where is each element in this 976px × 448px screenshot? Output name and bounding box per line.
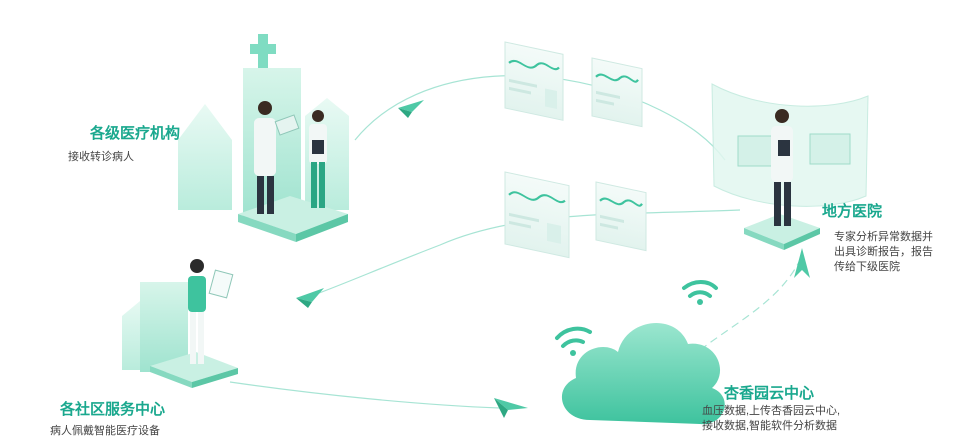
hospital-building-group [178, 34, 349, 242]
cloud-title: 杏香园云中心 [724, 385, 815, 402]
paper-plane-icon-4 [794, 248, 810, 278]
paper-plane-icon-3 [494, 398, 528, 418]
cloud-icon [561, 322, 725, 425]
cloud-desc: 血压数据,上传杏香园云中心, 接收数据,智能软件分析数据 [702, 404, 840, 434]
community-title: 各社区服务中心 [60, 401, 166, 418]
local-hospital-desc-line-1: 专家分析异常数据并 [834, 231, 933, 243]
building-left [178, 104, 232, 210]
platform-bottom-left [150, 352, 238, 382]
local-hospital-desc-line-2: 出具诊断报告，报告 [834, 246, 933, 258]
flow-line-middle [299, 209, 741, 301]
cloud-desc-line-1: 血压数据,上传杏香园云中心, [702, 405, 841, 417]
local-hospital-desc: 专家分析异常数据并 出具诊断报告，报告 传给下级医院 [834, 230, 933, 275]
community-desc: 病人佩戴智能医疗设备 [50, 425, 160, 437]
platform-right [744, 214, 820, 244]
medical-cross-icon [250, 34, 276, 68]
data-panel-2 [591, 57, 643, 128]
nurse-figure [309, 110, 327, 208]
cloud-desc-line-2: 接收数据,智能软件分析数据 [702, 420, 838, 432]
institution-title: 各级医疗机构 [90, 125, 181, 142]
specialist-doctor-figure [771, 109, 793, 226]
wifi-icon-left [555, 326, 592, 356]
community-building-group [122, 259, 238, 388]
data-panel-3 [504, 171, 570, 259]
local-hospital-group [711, 83, 869, 250]
flow-line-bottom [229, 381, 501, 409]
local-hospital-desc-line-3: 传给下级医院 [834, 261, 900, 273]
paper-plane-icon-1 [398, 100, 424, 118]
flow-line-right-dashed [699, 259, 801, 351]
doctor-figure [254, 101, 300, 214]
data-panel-4 [595, 181, 647, 252]
data-panel-1 [504, 41, 564, 121]
patient-figure [188, 259, 234, 364]
local-hospital-title: 地方医院 [822, 203, 883, 220]
wifi-icon-right [682, 280, 718, 305]
institution-desc: 接收转诊病人 [68, 151, 134, 163]
paper-plane-icon-2 [296, 288, 324, 308]
